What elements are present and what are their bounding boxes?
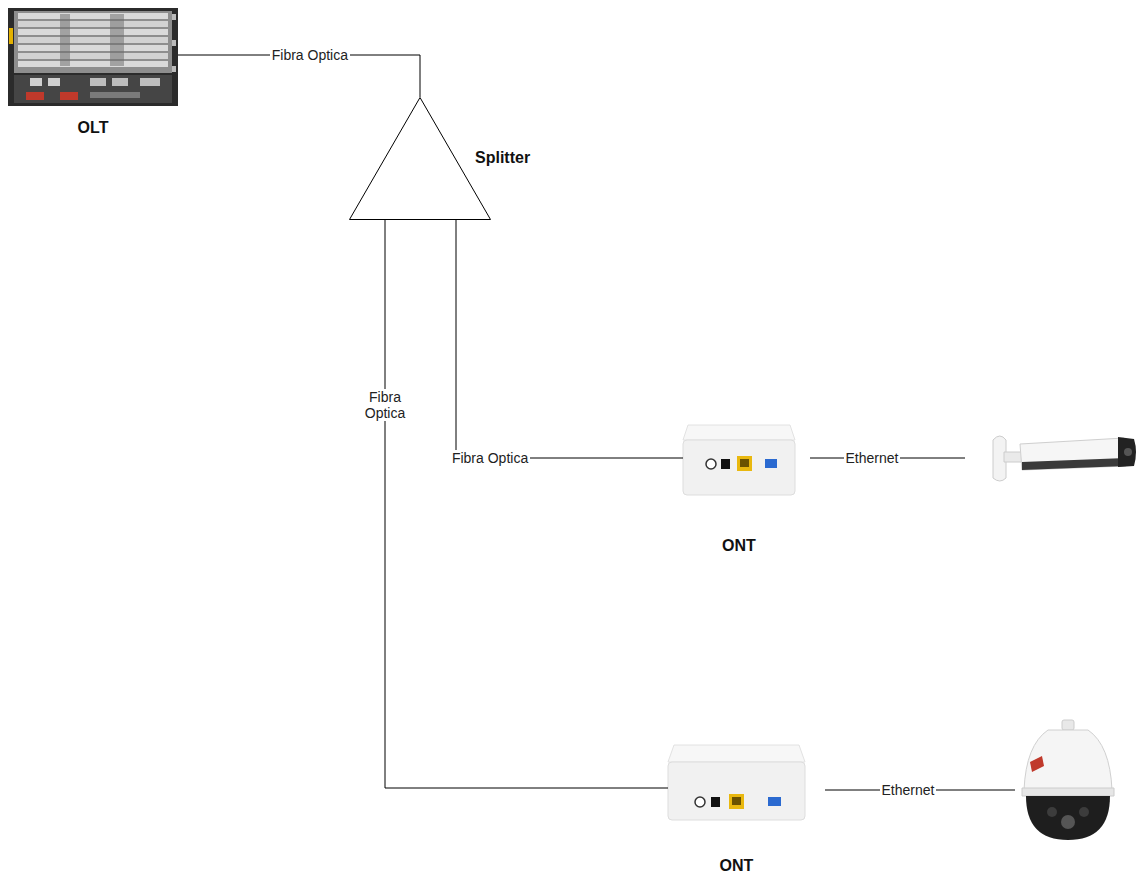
bullet-camera-part (1004, 452, 1022, 462)
splitter-node: Splitter (349, 97, 569, 220)
olt-chassis-part (14, 11, 172, 73)
ptz-dome-camera-part (1022, 788, 1114, 796)
fiber-connector (385, 220, 668, 788)
ont-device-part (668, 762, 805, 820)
ont-device-part (683, 425, 795, 440)
olt-chassis-part (30, 78, 42, 86)
ptz-dome-camera-part (1030, 756, 1044, 772)
ont-device (668, 745, 805, 820)
olt-chassis-part (8, 8, 178, 106)
ont-device-part (683, 440, 795, 495)
olt-chassis (8, 8, 178, 106)
ont-device-part (711, 797, 720, 807)
olt-chassis-part (14, 75, 172, 103)
olt-chassis-part (18, 45, 168, 51)
ptz-dome-camera-part (1026, 796, 1110, 840)
olt-chassis-part (172, 14, 176, 20)
olt-chassis-part (18, 29, 168, 35)
olt-chassis-part (112, 78, 128, 86)
edge-label: Fibra Optica (450, 450, 530, 466)
device-node: OLT (8, 8, 178, 142)
ptz-dome-camera-part (1024, 730, 1112, 790)
olt-chassis-part (26, 92, 44, 100)
olt-chassis-part (172, 40, 176, 46)
node-title: OLT (78, 118, 109, 137)
bullet-camera-part (1124, 448, 1132, 456)
edge-label: Fibra Optica (270, 47, 350, 63)
cable-label: Ethernet (880, 782, 937, 798)
ont-device-part (737, 456, 752, 471)
bullet-camera-part (1118, 437, 1136, 467)
splitter-outline (350, 98, 491, 220)
olt-chassis-part (9, 28, 13, 44)
ont-device-part (729, 794, 744, 809)
splitter-triangle (349, 97, 491, 220)
node-title: ONT (720, 856, 754, 875)
ptz-dome-camera-part (1047, 807, 1057, 817)
ont-device-part (706, 459, 716, 469)
bullet-camera-part (1022, 458, 1126, 470)
device-node: ONT (683, 420, 795, 556)
olt-chassis-part (110, 14, 124, 66)
ont-device-part (732, 797, 741, 805)
ptz-dome-camera (1022, 720, 1114, 840)
olt-chassis-part (18, 13, 168, 19)
olt-chassis-part (60, 14, 70, 66)
ptz-dome-camera-part (1079, 807, 1089, 817)
olt-chassis-part (90, 92, 140, 98)
device-node: ONT (668, 745, 805, 876)
olt-chassis-part (18, 21, 168, 27)
olt-chassis-part (172, 66, 176, 72)
ethernet-cable (810, 458, 1015, 790)
ont-device-part (721, 459, 730, 469)
ptz-dome-camera-part (1061, 815, 1075, 829)
bullet-camera-part (1020, 438, 1126, 470)
edge-label: Fibra Optica (358, 389, 412, 421)
olt-chassis-part (18, 53, 168, 59)
ont-device-part (740, 459, 749, 467)
ont-device-part (768, 797, 781, 806)
ptz-dome-camera-part (1062, 720, 1074, 730)
node-title: ONT (722, 536, 756, 555)
olt-chassis-part (60, 92, 78, 100)
olt-chassis-part (90, 78, 106, 86)
cable-label: Ethernet (844, 450, 901, 466)
ont-device (683, 425, 795, 495)
node-title: Splitter (475, 148, 530, 167)
ont-device-part (668, 745, 805, 762)
ont-device-part (765, 459, 777, 468)
olt-chassis-part (18, 37, 168, 43)
olt-chassis-part (140, 78, 160, 86)
ont-device-part (695, 797, 705, 807)
fiber-connector (456, 220, 683, 458)
olt-chassis-part (18, 61, 168, 67)
olt-chassis-part (48, 78, 60, 86)
bullet-camera (993, 436, 1136, 481)
